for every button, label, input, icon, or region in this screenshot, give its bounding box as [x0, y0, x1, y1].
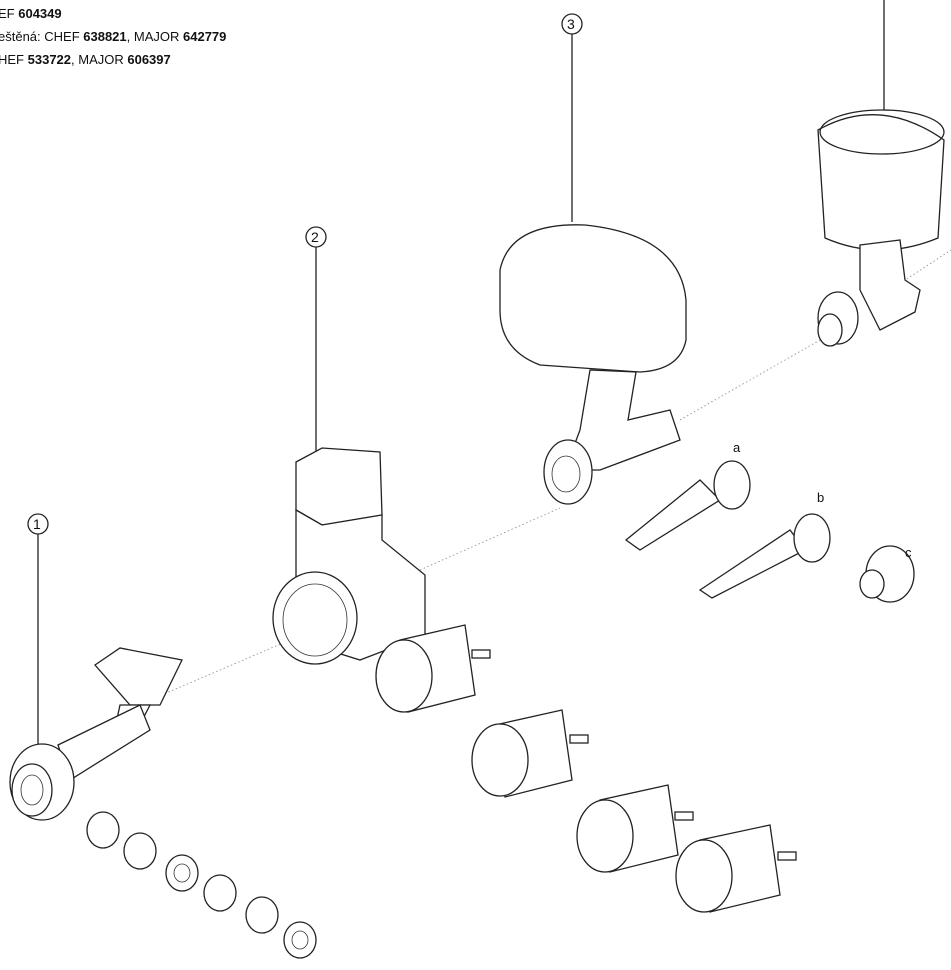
- nozzle-b: [698, 513, 831, 599]
- header-line-2-sep: , MAJOR: [126, 29, 183, 44]
- header-line-3-prefix: HEF: [0, 52, 28, 67]
- nozzle-a: [624, 460, 751, 551]
- header-line-3-code-2: 606397: [127, 52, 171, 67]
- header-line-1: EF 604349: [0, 6, 62, 22]
- callout-number-2: 2: [311, 229, 319, 245]
- axis-line-3: [679, 339, 821, 421]
- drum-1: [375, 624, 491, 713]
- pasta-discs: [86, 811, 317, 959]
- drum-4: [675, 824, 797, 913]
- drum-3: [576, 784, 694, 873]
- header-line-2-code-2: 642779: [183, 29, 227, 44]
- label-a: a: [733, 440, 741, 455]
- callout-3: [561, 13, 583, 222]
- drum-2: [471, 709, 589, 798]
- header-line-3-sep: , MAJOR: [71, 52, 128, 67]
- callout-2: [305, 226, 327, 452]
- header-line-1-prefix: EF: [0, 6, 19, 21]
- callout-number-1: 1: [33, 516, 41, 532]
- nozzle-c: [859, 545, 915, 603]
- pasta-maker: [9, 647, 183, 821]
- mincer: [499, 224, 687, 505]
- header-line-3-code-1: 533722: [27, 52, 72, 67]
- label-c: c: [905, 545, 912, 560]
- axis-line-1: [149, 639, 291, 701]
- slicer-body: [272, 447, 426, 665]
- callout-1: [27, 513, 49, 752]
- header-line-3: HEF 533722, MAJOR 606397: [0, 52, 171, 68]
- callout-number-3: 3: [567, 16, 575, 32]
- header-line-2-prefix: eštěná: CHEF: [0, 29, 84, 44]
- header-line-2: eštěná: CHEF 638821, MAJOR 642779: [0, 29, 226, 45]
- axis-line-2: [419, 507, 561, 571]
- juicer: [817, 109, 945, 347]
- header-line-2-code-1: 638821: [83, 29, 127, 44]
- header-line-1-code: 604349: [18, 6, 62, 21]
- label-b: b: [817, 490, 825, 505]
